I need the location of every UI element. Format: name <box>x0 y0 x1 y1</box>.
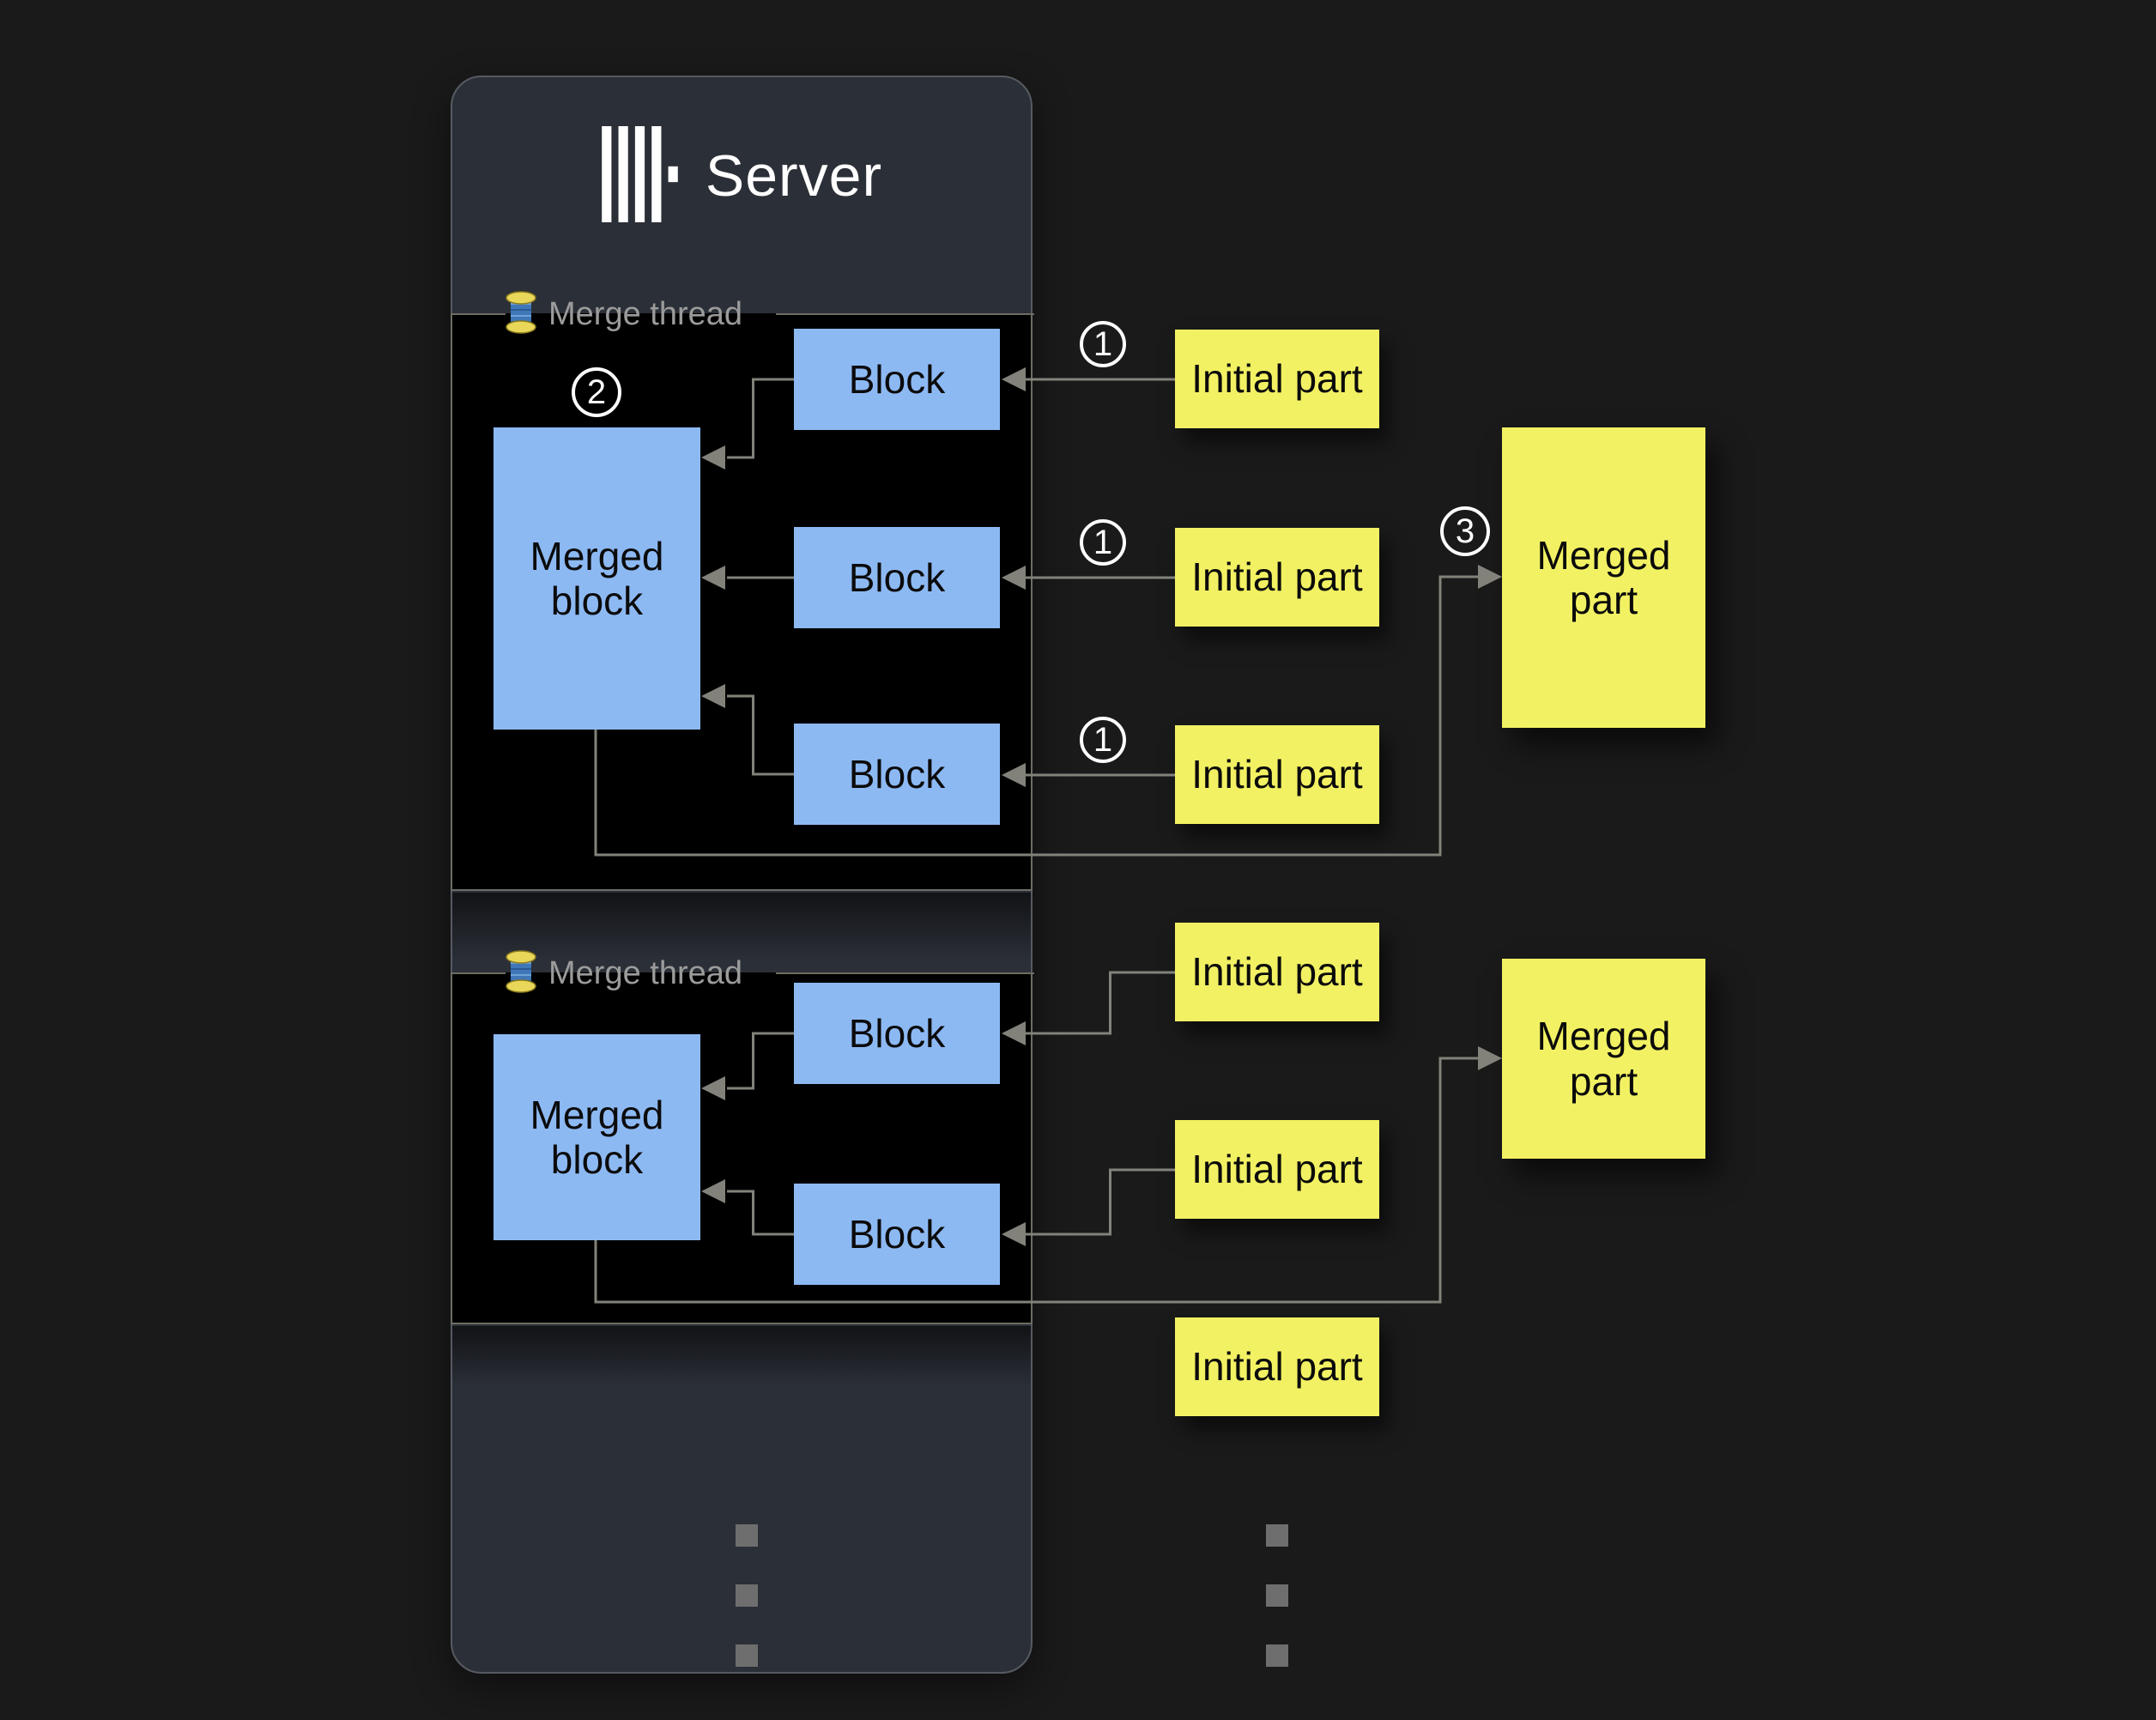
arrowhead-icon <box>1478 565 1502 589</box>
initial-part-2: Initial part <box>1175 528 1379 627</box>
vertical-ellipsis-dots <box>736 1584 758 1607</box>
thread-panel-1-shadow <box>452 893 1031 961</box>
wire-initialpart4-to-block <box>1026 971 1175 1035</box>
block-1-1: Block <box>794 329 1000 430</box>
wire-initialpart5-to-block <box>1026 1168 1175 1236</box>
panel-border-segment <box>776 313 1034 315</box>
block-1-3: Block <box>794 724 1000 825</box>
block-2-2: Block <box>794 1184 1000 1285</box>
server-header: Server <box>451 120 1033 232</box>
vertical-ellipsis-dots <box>1266 1524 1288 1547</box>
merged-block-1: Merged block <box>494 427 700 730</box>
vertical-ellipsis-dots <box>736 1524 758 1547</box>
server-title: Server <box>705 143 883 209</box>
initial-part-1: Initial part <box>1175 330 1379 428</box>
vertical-ellipsis-dots <box>1266 1644 1288 1667</box>
merged-part-2: Merged part <box>1502 959 1705 1159</box>
merge-thread-label: Merge thread <box>548 954 743 991</box>
clickhouse-bars-icon <box>601 125 680 227</box>
block-2-1: Block <box>794 983 1000 1084</box>
merged-block-2: Merged block <box>494 1034 700 1240</box>
merge-thread-label: Merge thread <box>548 295 743 332</box>
initial-part-6: Initial part <box>1175 1317 1379 1416</box>
panel-border-segment <box>452 972 506 974</box>
thread-spool-icon <box>504 949 538 998</box>
vertical-ellipsis-dots <box>1266 1584 1288 1607</box>
step-3-badge: 3 <box>1440 506 1490 556</box>
thread-panel-2-shadow <box>452 1326 1031 1388</box>
panel-border-segment <box>452 313 506 315</box>
block-1-2: Block <box>794 527 1000 628</box>
initial-part-5: Initial part <box>1175 1120 1379 1219</box>
thread-spool-icon <box>504 290 538 339</box>
vertical-ellipsis-dots <box>736 1644 758 1667</box>
merge-thread-legend-1: Merge thread <box>504 290 742 338</box>
panel-border-segment <box>776 972 1034 974</box>
initial-part-3: Initial part <box>1175 725 1379 824</box>
merged-part-1: Merged part <box>1502 427 1705 728</box>
merge-thread-legend-2: Merge thread <box>504 949 742 997</box>
arrowhead-icon <box>1478 1046 1502 1070</box>
step-1-badge: 1 <box>1080 519 1126 566</box>
step-1-badge: 1 <box>1080 321 1126 367</box>
step-1-badge: 1 <box>1080 717 1126 763</box>
initial-part-4: Initial part <box>1175 923 1379 1021</box>
step-2-badge: 2 <box>572 367 621 417</box>
